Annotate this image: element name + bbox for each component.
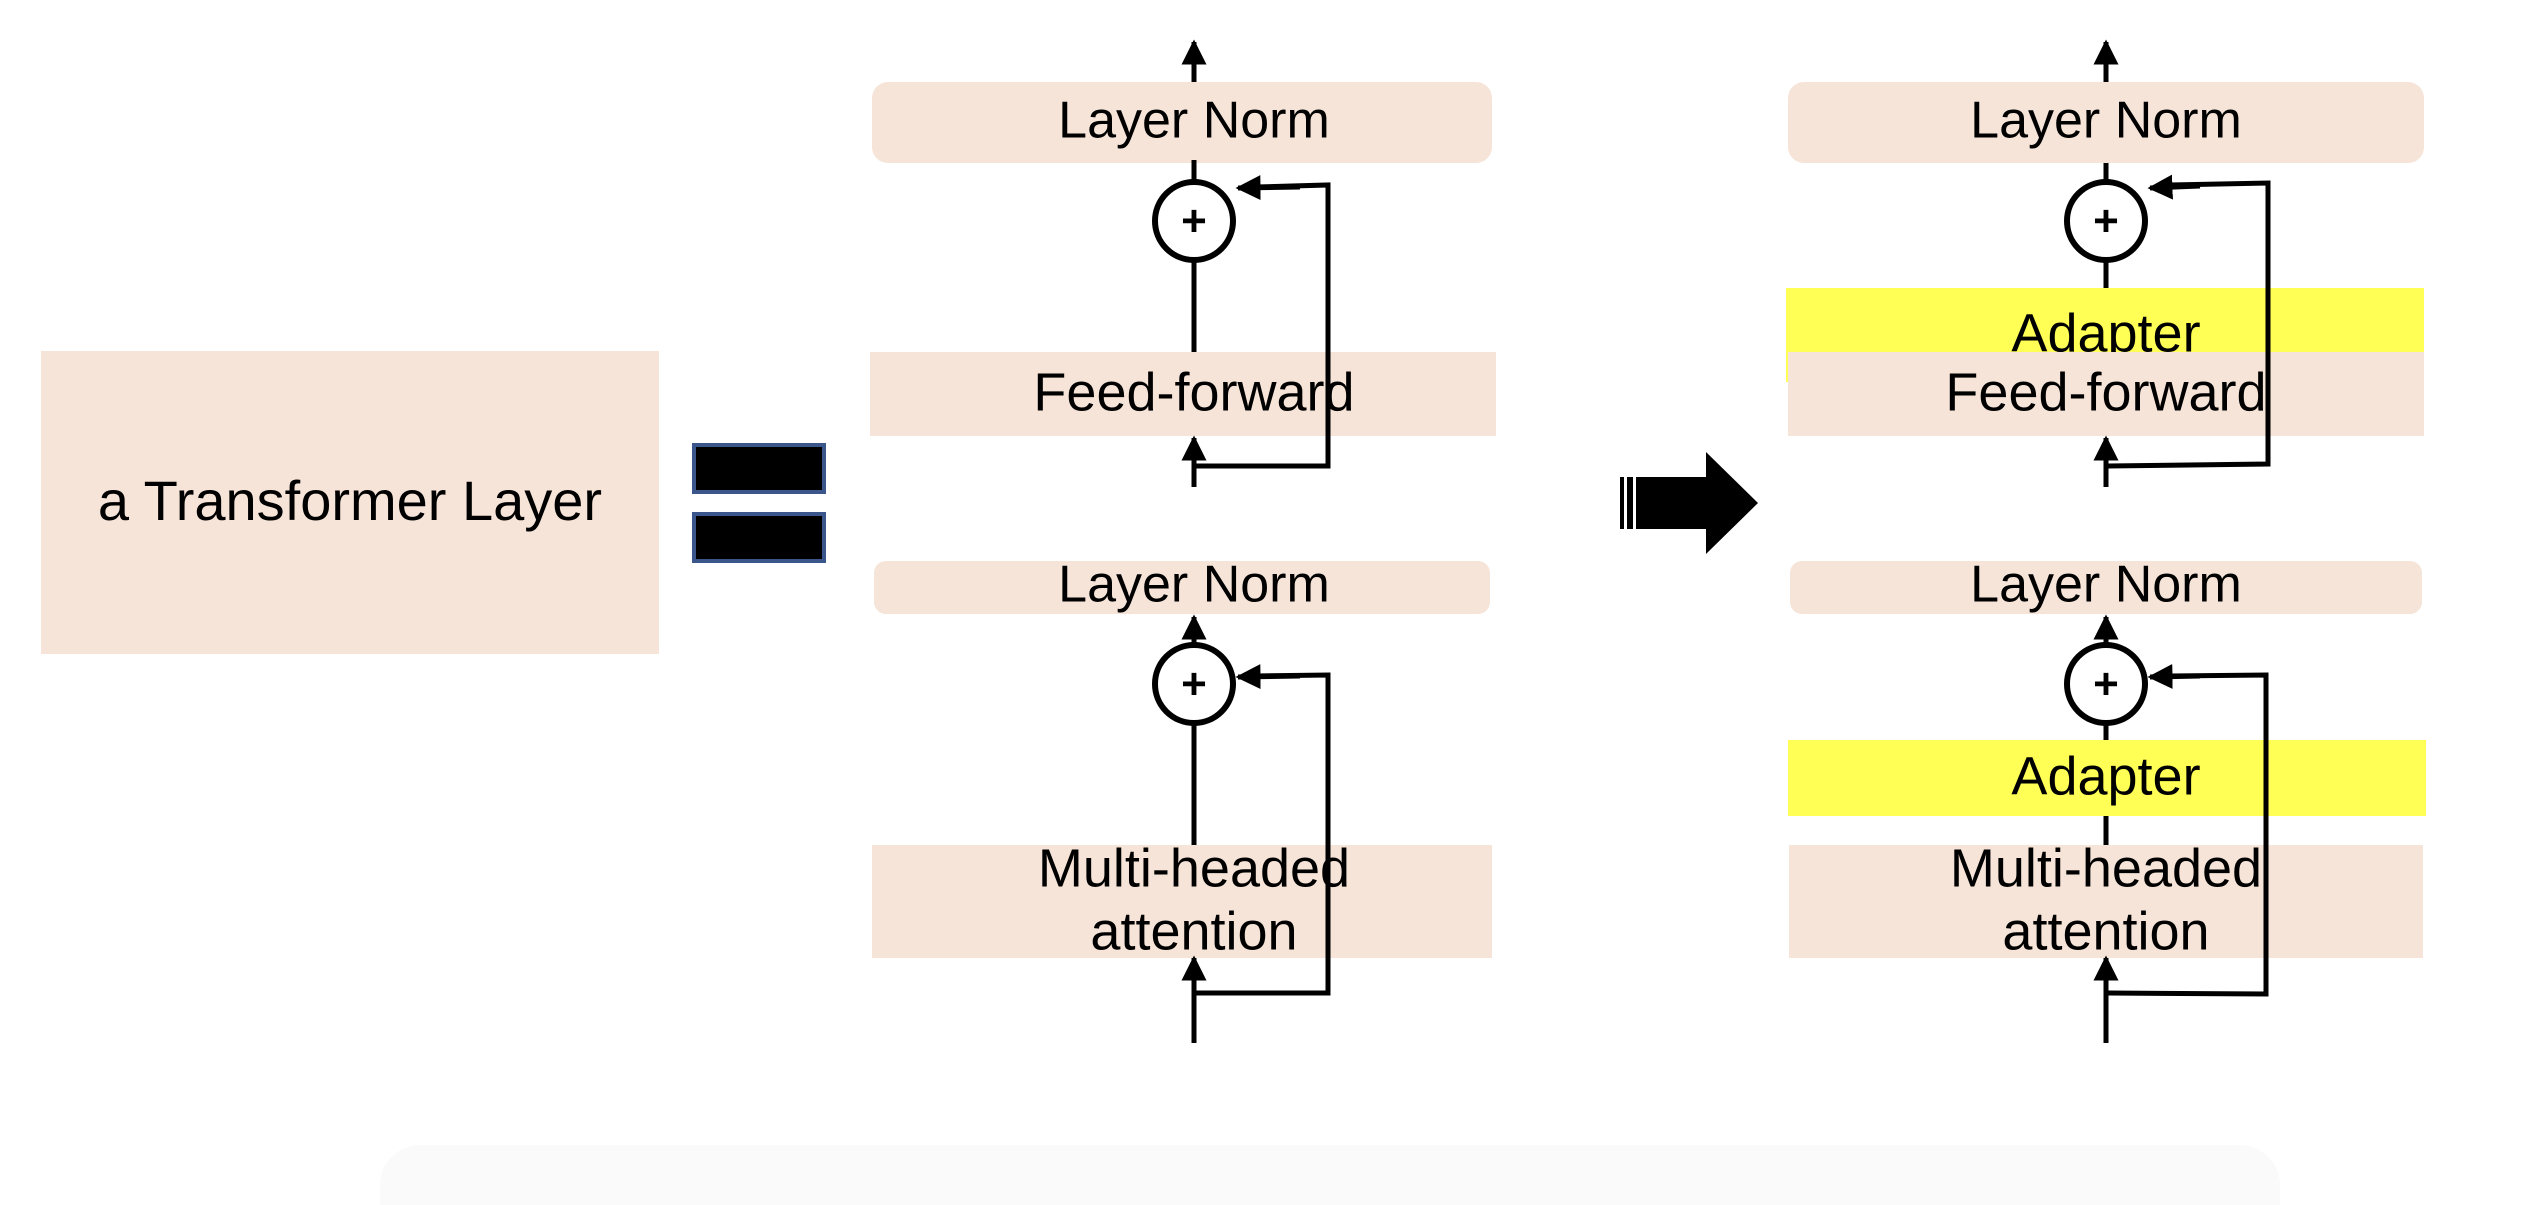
equals-bar-bottom	[692, 512, 826, 563]
residual-arrow-bottom	[1235, 664, 1301, 690]
attention-label-line1: Multi-headed	[1038, 838, 1350, 898]
attention-box	[1789, 845, 2423, 958]
background-band	[380, 1145, 2280, 1205]
feed-forward-box	[870, 352, 1496, 436]
top-layer-norm-box	[1788, 82, 2424, 163]
top-layer-norm-label: Layer Norm	[1058, 92, 1330, 150]
transformer-layer-label: a Transformer Layer	[98, 469, 602, 532]
feed-forward-label: Feed-forward	[1033, 362, 1354, 422]
residual-connection-bottom	[2107, 672, 2269, 997]
attention-label-line1: Multi-headed	[1950, 838, 2262, 898]
equals-icon	[692, 443, 826, 563]
plus-icon: +	[1181, 197, 1207, 246]
mid-layer-norm-box	[874, 561, 1490, 614]
adapter-label-bottom: Adapter	[2011, 746, 2200, 806]
residual-arrow-top	[1235, 175, 1301, 201]
mid-layer-norm-label: Layer Norm	[1058, 556, 1330, 614]
equals-bar-top	[692, 443, 826, 494]
add-node-top: +	[1152, 179, 1236, 263]
standard-transformer-layer: Layer Norm + Feed-forward Layer Norm +	[870, 39, 1496, 1043]
mid-layer-norm-label: Layer Norm	[1970, 556, 2242, 614]
residual-connection-top	[2107, 180, 2271, 469]
add-node-bottom: +	[1152, 642, 1236, 726]
plus-icon: +	[2093, 197, 2119, 246]
block-arrow-right-icon	[1620, 452, 1758, 554]
residual-arrow-top	[2147, 174, 2201, 200]
feed-forward-box	[1788, 352, 2424, 436]
plus-icon: +	[2093, 660, 2119, 709]
residual-arrow-bottom	[2147, 664, 2201, 690]
attention-label-line2: attention	[1090, 901, 1297, 961]
top-layer-norm-label: Layer Norm	[1970, 92, 2242, 150]
adapter-transformer-layer: Layer Norm + Adapter Feed-forward Layer …	[1786, 39, 2426, 1043]
transformer-layer-block: a Transformer Layer	[41, 351, 659, 654]
feed-forward-label: Feed-forward	[1945, 362, 2266, 422]
adapter-box-bottom	[1788, 740, 2426, 816]
plus-icon: +	[1181, 660, 1207, 709]
top-layer-norm-box	[872, 82, 1492, 163]
mid-layer-norm-box	[1790, 561, 2422, 614]
attention-label-line2: attention	[2002, 901, 2209, 961]
add-node-top: +	[2064, 179, 2148, 263]
add-node-bottom: +	[2064, 642, 2148, 726]
attention-box	[872, 845, 1492, 958]
transformer-layer-box	[41, 351, 659, 654]
